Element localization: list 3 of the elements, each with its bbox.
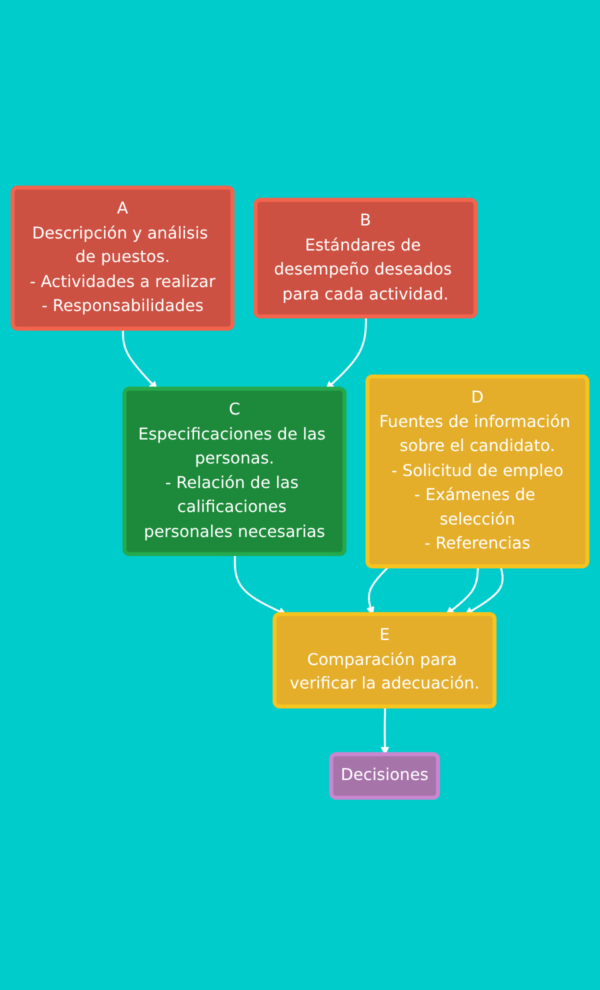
arrow [122,329,158,390]
arrow [326,317,367,390]
arrow [380,707,390,756]
